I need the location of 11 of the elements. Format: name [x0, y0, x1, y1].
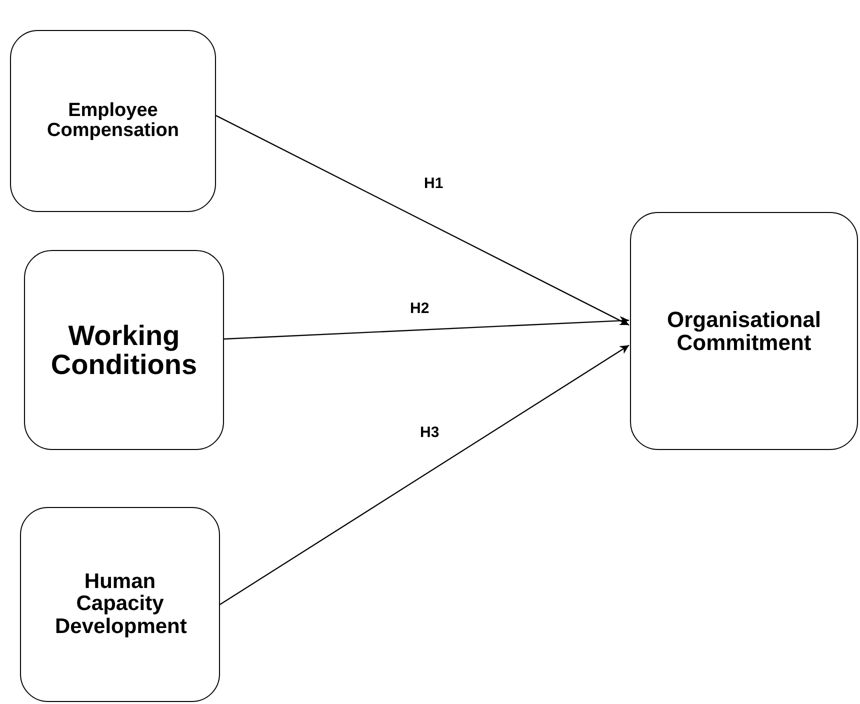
rounded-box — [630, 212, 858, 450]
node-label: Human Capacity Development — [55, 571, 185, 638]
arrow — [224, 316, 630, 340]
node-label: Working Conditions — [50, 320, 198, 380]
arrow — [220, 344, 630, 605]
rounded-box — [24, 250, 224, 450]
rounded-box — [20, 507, 220, 702]
rounded-box — [10, 30, 216, 212]
node-label: Organisational Commitment — [666, 308, 822, 354]
arrow — [216, 115, 630, 326]
node-label: Employee Compensation — [46, 101, 180, 141]
